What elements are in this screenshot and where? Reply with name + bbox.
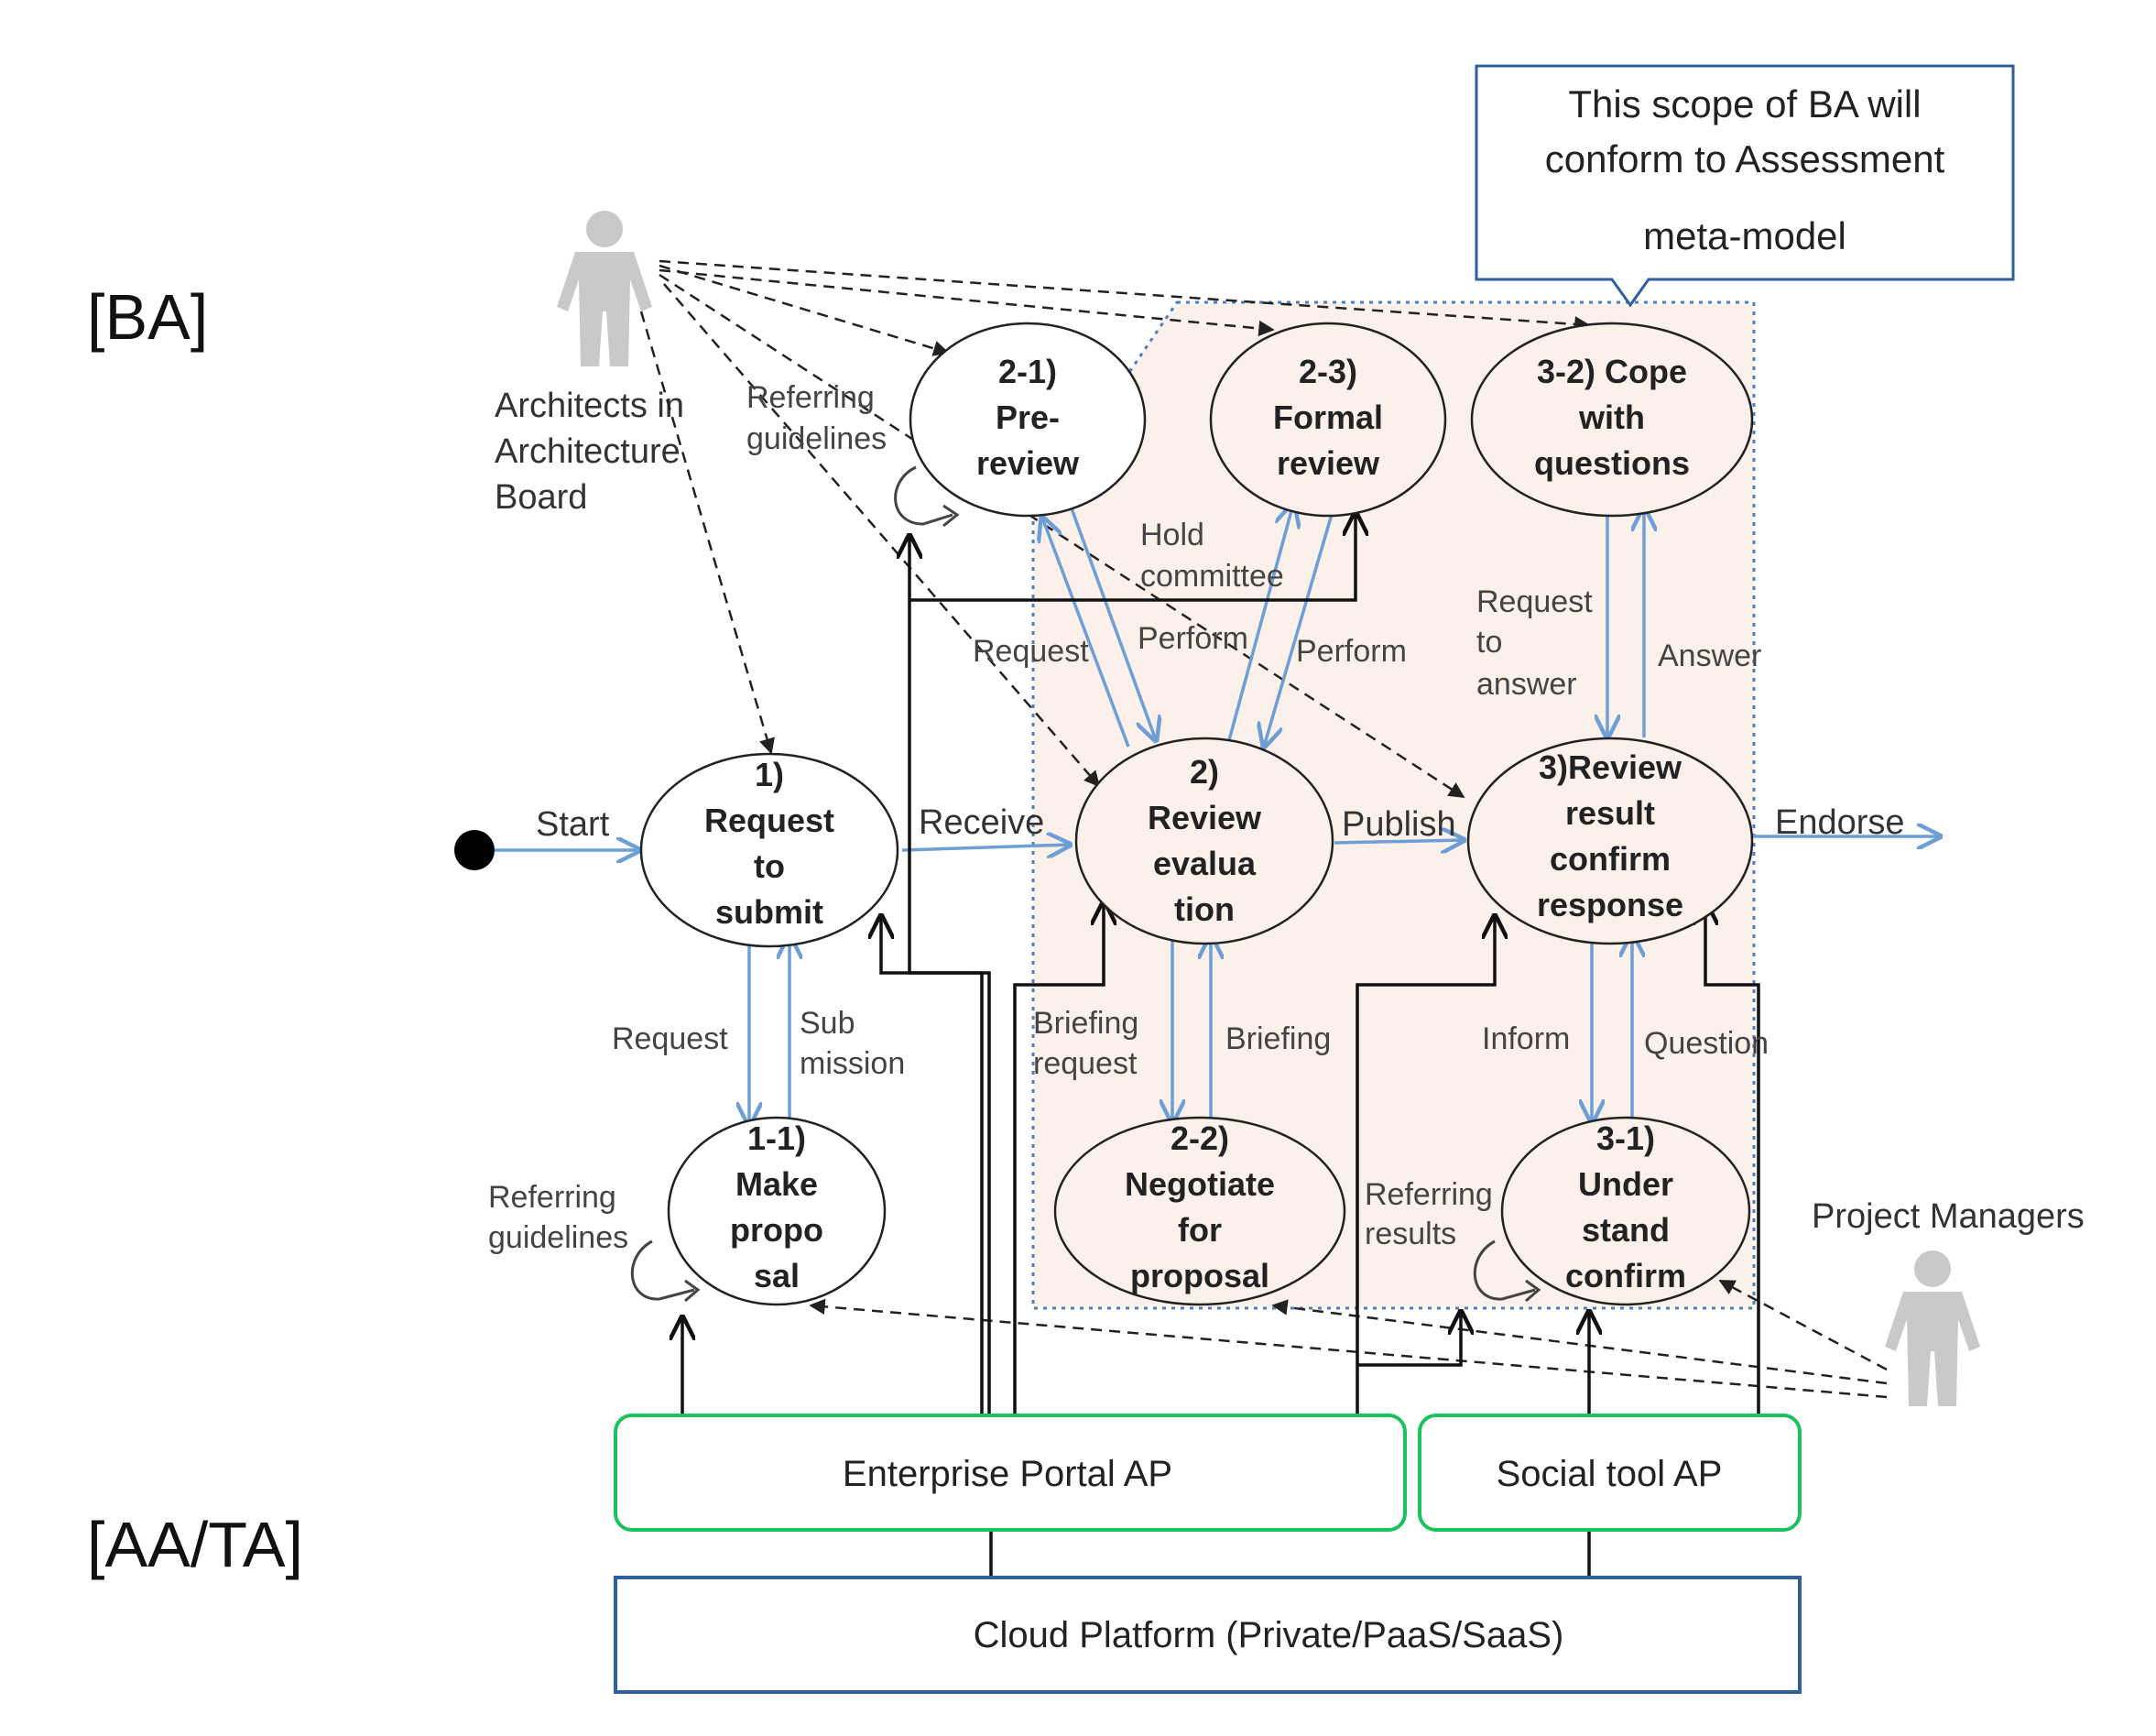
svg-text:Make: Make xyxy=(735,1165,818,1203)
node-negotiate-for-proposal[interactable]: 2-2) Negotiate for proposal xyxy=(1053,1116,1346,1306)
svg-text:guidelines: guidelines xyxy=(488,1220,628,1255)
svg-text:2-3): 2-3) xyxy=(1299,353,1357,390)
svg-text:review: review xyxy=(1277,444,1380,482)
svg-text:mission: mission xyxy=(800,1046,905,1081)
svg-text:2-1): 2-1) xyxy=(998,353,1057,390)
architects-person-icon xyxy=(557,211,652,366)
svg-text:propo: propo xyxy=(730,1211,823,1249)
svg-text:Pre-: Pre- xyxy=(996,399,1060,436)
svg-text:3-1): 3-1) xyxy=(1596,1119,1655,1157)
svg-text:review: review xyxy=(976,444,1080,482)
flow-arrows xyxy=(495,504,1940,1125)
system-connectors xyxy=(682,513,1760,1578)
svg-text:Referring: Referring xyxy=(746,380,875,415)
svg-text:Publish: Publish xyxy=(1342,805,1456,844)
svg-text:confirm: confirm xyxy=(1565,1257,1686,1294)
svg-text:for: for xyxy=(1178,1211,1222,1249)
svg-text:Under: Under xyxy=(1578,1165,1673,1203)
svg-text:sal: sal xyxy=(754,1257,800,1294)
svg-text:Negotiate: Negotiate xyxy=(1125,1165,1275,1203)
svg-text:Request: Request xyxy=(1476,584,1593,619)
svg-text:request: request xyxy=(1033,1046,1138,1081)
svg-text:Start: Start xyxy=(536,805,610,844)
svg-text:Referring: Referring xyxy=(1365,1177,1493,1212)
svg-text:2-2): 2-2) xyxy=(1171,1119,1229,1157)
svg-text:3-2) Cope: 3-2) Cope xyxy=(1537,353,1687,390)
architects-label-line-3: Board xyxy=(495,478,587,517)
svg-text:results: results xyxy=(1365,1217,1456,1251)
svg-text:committee: committee xyxy=(1140,559,1284,594)
project-managers-person-icon xyxy=(1885,1250,1980,1406)
node-formal-review[interactable]: 2-3) Formal review xyxy=(1209,322,1447,518)
svg-text:Briefing: Briefing xyxy=(1225,1021,1331,1056)
svg-text:1-1): 1-1) xyxy=(747,1119,806,1157)
node-review-result-confirm[interactable]: 3)Review result confirm response xyxy=(1466,737,1754,945)
svg-text:Perform: Perform xyxy=(1296,634,1407,669)
svg-text:2): 2) xyxy=(1190,753,1219,791)
svg-text:Endorse: Endorse xyxy=(1775,803,1905,842)
node-review-evaluation[interactable]: 2) Review evalua tion xyxy=(1074,737,1334,945)
svg-text:1): 1) xyxy=(755,756,784,793)
enterprise-portal-box[interactable]: Enterprise Portal AP xyxy=(614,1414,1407,1532)
svg-text:3)Review: 3)Review xyxy=(1539,748,1682,786)
node-pre-review[interactable]: 2-1) Pre- review xyxy=(909,322,1147,518)
self-loop-icon-understand-confirm xyxy=(1473,1239,1541,1303)
ba-scope-region xyxy=(1031,300,1756,1310)
svg-text:questions: questions xyxy=(1534,444,1690,482)
callout-line-3: meta-model xyxy=(1643,214,1846,257)
node-request-to-submit[interactable]: 1) Request to submit xyxy=(639,752,899,948)
aa-ta-layer-label: [AA/TA] xyxy=(87,1509,303,1580)
scope-callout xyxy=(1475,64,2015,308)
svg-text:with: with xyxy=(1578,399,1645,436)
svg-text:to: to xyxy=(754,847,785,885)
svg-text:Social tool AP: Social tool AP xyxy=(1497,1454,1723,1494)
node-understand-confirm[interactable]: 3-1) Under stand confirm xyxy=(1500,1116,1751,1306)
svg-text:Enterprise Portal AP: Enterprise Portal AP xyxy=(843,1454,1172,1494)
node-make-proposal[interactable]: 1-1) Make propo sal xyxy=(667,1116,887,1306)
svg-text:Request: Request xyxy=(704,802,834,839)
svg-text:answer: answer xyxy=(1476,667,1577,702)
callout-line-2: conform to Assessment xyxy=(1545,137,1945,180)
architects-label-line-2: Architecture xyxy=(495,432,681,471)
callout-line-1: This scope of BA will xyxy=(1568,82,1921,126)
svg-text:Receive: Receive xyxy=(919,803,1044,842)
svg-text:Request: Request xyxy=(612,1021,728,1056)
social-tool-box[interactable]: Social tool AP xyxy=(1418,1414,1802,1532)
svg-text:submit: submit xyxy=(715,893,823,931)
flow-labels: Start Receive Publish Endorse Request Su… xyxy=(488,380,1905,1255)
svg-text:Request: Request xyxy=(973,634,1089,669)
svg-text:to: to xyxy=(1476,625,1502,660)
svg-text:Hold: Hold xyxy=(1140,518,1204,552)
self-loop-icon-make-proposal xyxy=(630,1239,701,1303)
svg-text:Answer: Answer xyxy=(1658,639,1761,673)
svg-text:Briefing: Briefing xyxy=(1033,1006,1138,1041)
svg-text:Perform: Perform xyxy=(1138,621,1248,656)
svg-text:evalua: evalua xyxy=(1153,845,1257,882)
svg-text:Formal: Formal xyxy=(1273,399,1383,436)
svg-text:confirm: confirm xyxy=(1550,840,1671,878)
svg-text:Cloud Platform (Private/PaaS/: Cloud Platform (Private/PaaS/SaaS) xyxy=(974,1615,1564,1655)
svg-text:Inform: Inform xyxy=(1482,1021,1570,1056)
ba-layer-label: [BA] xyxy=(87,281,208,353)
svg-text:response: response xyxy=(1537,886,1683,923)
self-loop-icon-pre-review xyxy=(894,465,960,528)
start-dot-icon xyxy=(454,830,495,870)
svg-text:Question: Question xyxy=(1644,1026,1769,1061)
svg-text:Review: Review xyxy=(1148,799,1262,836)
svg-text:Referring: Referring xyxy=(488,1180,616,1215)
svg-text:Sub: Sub xyxy=(800,1006,855,1041)
architects-label-line-1: Architects in xyxy=(495,387,684,425)
cloud-platform-box[interactable]: Cloud Platform (Private/PaaS/SaaS) xyxy=(614,1576,1802,1694)
svg-text:tion: tion xyxy=(1174,890,1235,928)
svg-text:result: result xyxy=(1565,794,1655,832)
svg-text:guidelines: guidelines xyxy=(746,421,887,456)
node-cope-with-questions[interactable]: 3-2) Cope with questions xyxy=(1470,322,1754,518)
svg-text:stand: stand xyxy=(1582,1211,1670,1249)
project-managers-label: Project Managers xyxy=(1812,1197,2085,1236)
svg-text:proposal: proposal xyxy=(1130,1257,1269,1294)
